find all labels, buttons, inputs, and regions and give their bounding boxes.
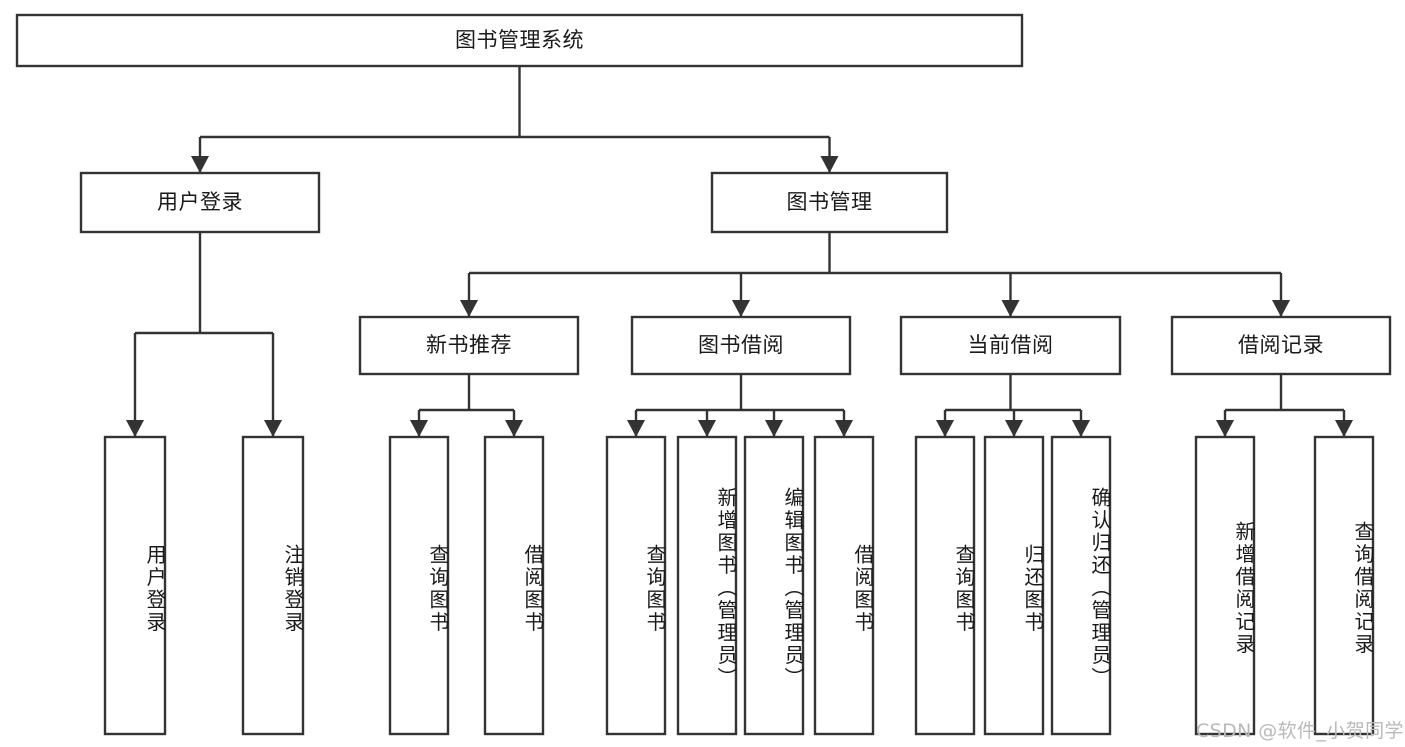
node-box-user-login[interactable] [79, 171, 321, 234]
arrow-head-icon [627, 420, 645, 437]
node-box-book-manage[interactable] [710, 171, 949, 234]
node-box-leaf-confirm-return[interactable] [1050, 435, 1112, 736]
node-box-borrow-record[interactable] [1170, 315, 1392, 376]
node-box-leaf-add-record[interactable] [1194, 435, 1256, 736]
node-box-leaf-query-book-3[interactable] [914, 435, 976, 736]
arrow-head-icon [1335, 420, 1353, 437]
node-box-book-borrow[interactable] [630, 315, 852, 376]
arrow-head-icon [936, 420, 954, 437]
arrow-head-icon [820, 156, 839, 173]
arrow-head-icon [1005, 420, 1023, 437]
node-box-leaf-borrow-book-1[interactable] [483, 435, 545, 736]
arrow-head-icon [732, 300, 750, 317]
node-box-leaf-add-book[interactable] [676, 435, 738, 736]
node-box-current-borrow[interactable] [899, 315, 1122, 376]
arrow-head-icon [1072, 420, 1090, 437]
connector-layer [126, 66, 1353, 437]
arrow-head-icon [126, 420, 144, 437]
arrow-head-icon [1272, 300, 1290, 317]
node-box-leaf-user-login[interactable] [103, 435, 167, 736]
arrow-head-icon [1001, 300, 1020, 317]
arrow-head-icon [264, 420, 282, 437]
node-box-root[interactable] [15, 13, 1024, 68]
arrow-head-icon [765, 420, 783, 437]
node-box-leaf-edit-book[interactable] [743, 435, 805, 736]
node-box-leaf-query-record[interactable] [1313, 435, 1375, 736]
arrow-head-icon [505, 420, 523, 437]
arrow-head-icon [1216, 420, 1234, 437]
arrow-head-icon [460, 300, 478, 317]
arrow-head-icon [191, 156, 209, 173]
node-box-new-book-rec[interactable] [358, 315, 580, 376]
arrow-head-icon [698, 420, 716, 437]
node-box-leaf-user-logout[interactable] [241, 435, 305, 736]
arrow-head-icon [410, 420, 428, 437]
node-box-layer [15, 13, 1392, 736]
node-box-leaf-query-book-2[interactable] [605, 435, 667, 736]
node-box-leaf-return-book[interactable] [983, 435, 1045, 736]
arrow-head-icon [835, 420, 853, 437]
node-box-leaf-borrow-book-2[interactable] [813, 435, 875, 736]
node-box-leaf-query-book-1[interactable] [388, 435, 450, 736]
